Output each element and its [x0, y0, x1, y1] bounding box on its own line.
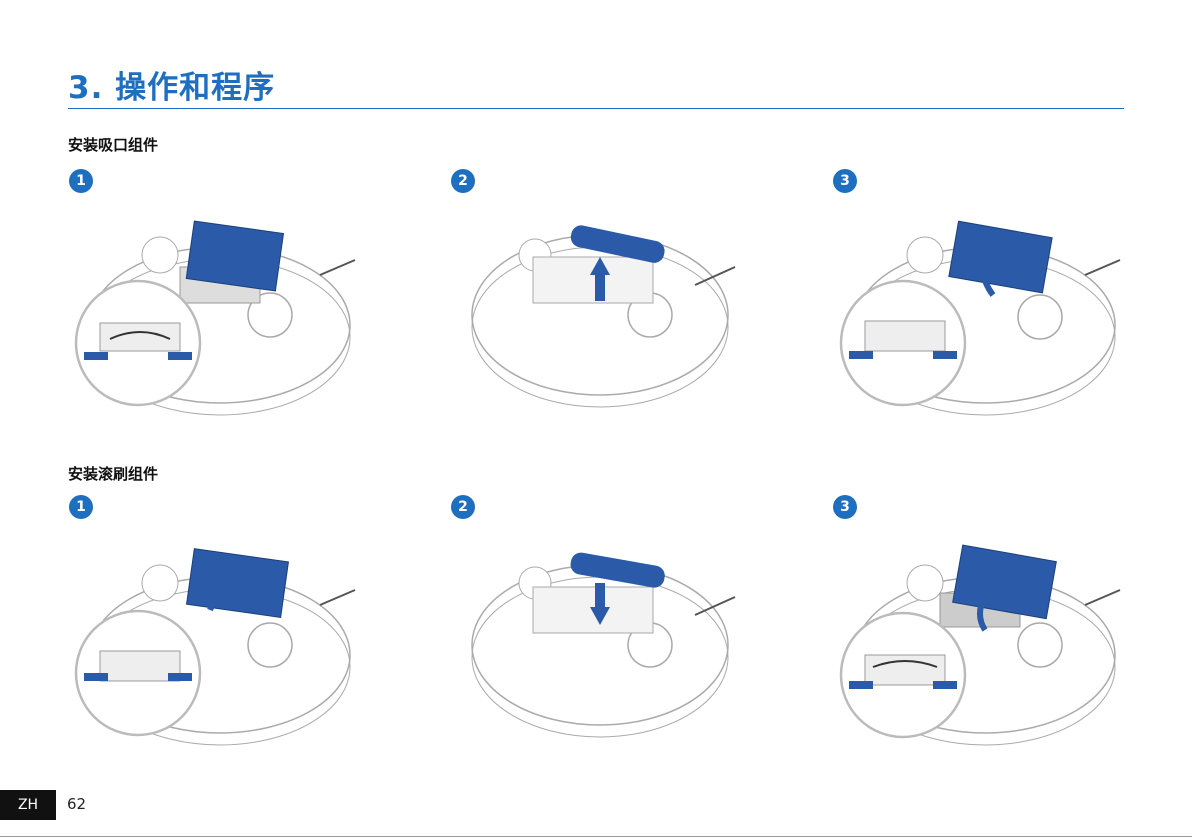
step-badge-brush-1: 1	[69, 495, 93, 519]
illustration-nozzle-step1	[70, 205, 360, 455]
page-title: 3. 操作和程序	[68, 62, 275, 107]
step-badge-brush-3: 3	[833, 495, 857, 519]
title-divider	[68, 108, 1124, 109]
step-badge-nozzle-1: 1	[69, 169, 93, 193]
illustration-nozzle-step3	[835, 205, 1125, 455]
illustration-brush-step1	[70, 535, 360, 785]
language-tag: ZH	[0, 790, 56, 820]
step-badge-nozzle-3: 3	[833, 169, 857, 193]
step-badge-nozzle-2: 2	[451, 169, 475, 193]
illustration-nozzle-step2	[455, 205, 745, 455]
page-number: 62	[67, 795, 86, 813]
illustration-brush-step3	[835, 535, 1125, 785]
section-heading-brush: 安装滚刷组件	[68, 463, 158, 484]
section-heading-nozzle: 安装吸口组件	[68, 134, 158, 155]
bottom-divider	[0, 836, 1192, 837]
illustration-brush-step2	[455, 535, 745, 785]
step-badge-brush-2: 2	[451, 495, 475, 519]
